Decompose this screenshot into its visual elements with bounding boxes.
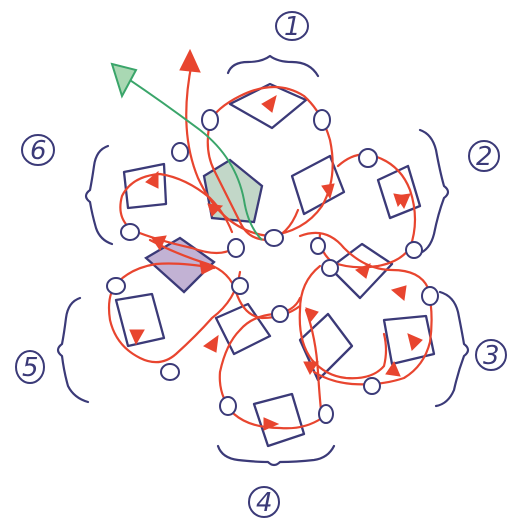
node [232,278,248,294]
node [406,242,422,258]
cluster-label-6: 6 [22,135,54,166]
arrowhead [392,286,406,300]
brace-2 [418,130,448,254]
arrowhead [204,336,218,352]
brace-6 [86,146,112,244]
arrowhead [180,50,200,72]
cluster-label-4: 4 [249,487,279,518]
cluster-number: 4 [256,488,273,518]
arrowhead [408,334,422,350]
arrowhead [356,264,370,278]
brace-3 [436,292,468,406]
arrowhead [386,362,400,376]
node [107,278,125,294]
arrowhead [306,308,318,322]
node [314,110,330,130]
arrowhead [322,184,334,198]
node [220,397,236,415]
square-2a [292,156,344,214]
node [172,143,188,161]
square-5 [116,294,164,346]
cluster-braces [58,56,468,465]
brace-4 [218,446,334,465]
node [322,260,338,276]
green-arrow-head [112,64,136,96]
node [202,110,218,130]
brace-1 [228,56,318,76]
square-4a [216,304,270,354]
cluster-label-5: 5 [16,351,44,383]
cluster-label-3: 3 [476,340,506,371]
cluster-number: 2 [476,142,493,172]
node [161,364,179,380]
node [311,238,325,254]
node [364,378,380,394]
cluster-number: 6 [30,136,47,166]
node [121,224,139,240]
node [359,149,377,167]
square-4b [254,394,304,446]
cluster-label-2: 2 [469,141,499,172]
cluster-number: 5 [22,353,39,383]
cluster-number: 1 [284,12,301,42]
node [272,306,288,322]
cluster-number: 3 [483,341,500,371]
route-segment [320,154,415,267]
cluster-label-1: 1 [276,12,308,42]
arrowhead [262,96,276,112]
node [422,287,438,305]
node [319,405,333,423]
brace-5 [58,298,88,402]
node [265,230,283,246]
node [228,239,244,257]
